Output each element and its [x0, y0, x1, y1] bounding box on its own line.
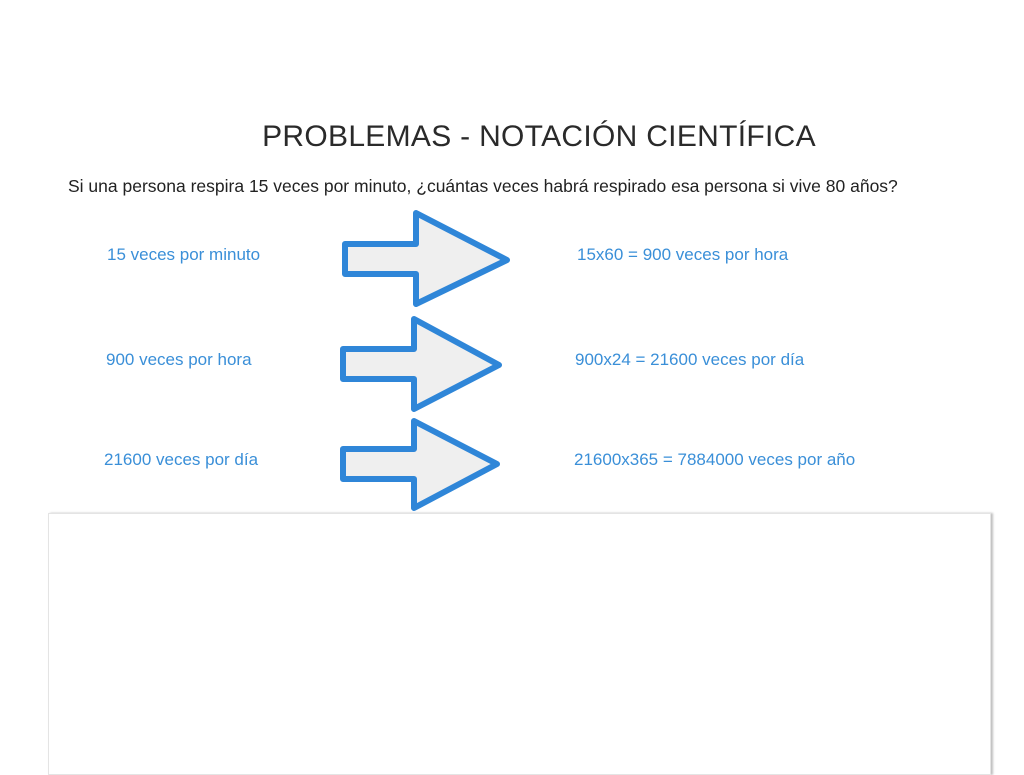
- page-title: PROBLEMAS - NOTACIÓN CIENTÍFICA: [262, 120, 816, 153]
- problem-question: Si una persona respira 15 veces por minu…: [68, 176, 898, 196]
- arrow-icon: [342, 210, 510, 307]
- arrow-icon: [340, 316, 502, 412]
- step-right-1: 15x60 = 900 veces por hora: [577, 245, 789, 264]
- step-right-3: 21600x365 = 7884000 veces por año: [574, 450, 856, 469]
- step-left-1: 15 veces por minuto: [107, 245, 261, 264]
- arrow-icon: [340, 418, 500, 511]
- step-left-2: 900 veces por hora: [106, 350, 252, 369]
- blank-panel: [48, 513, 991, 775]
- step-right-2: 900x24 = 21600 veces por día: [575, 350, 805, 369]
- step-left-3: 21600 veces por día: [104, 450, 259, 469]
